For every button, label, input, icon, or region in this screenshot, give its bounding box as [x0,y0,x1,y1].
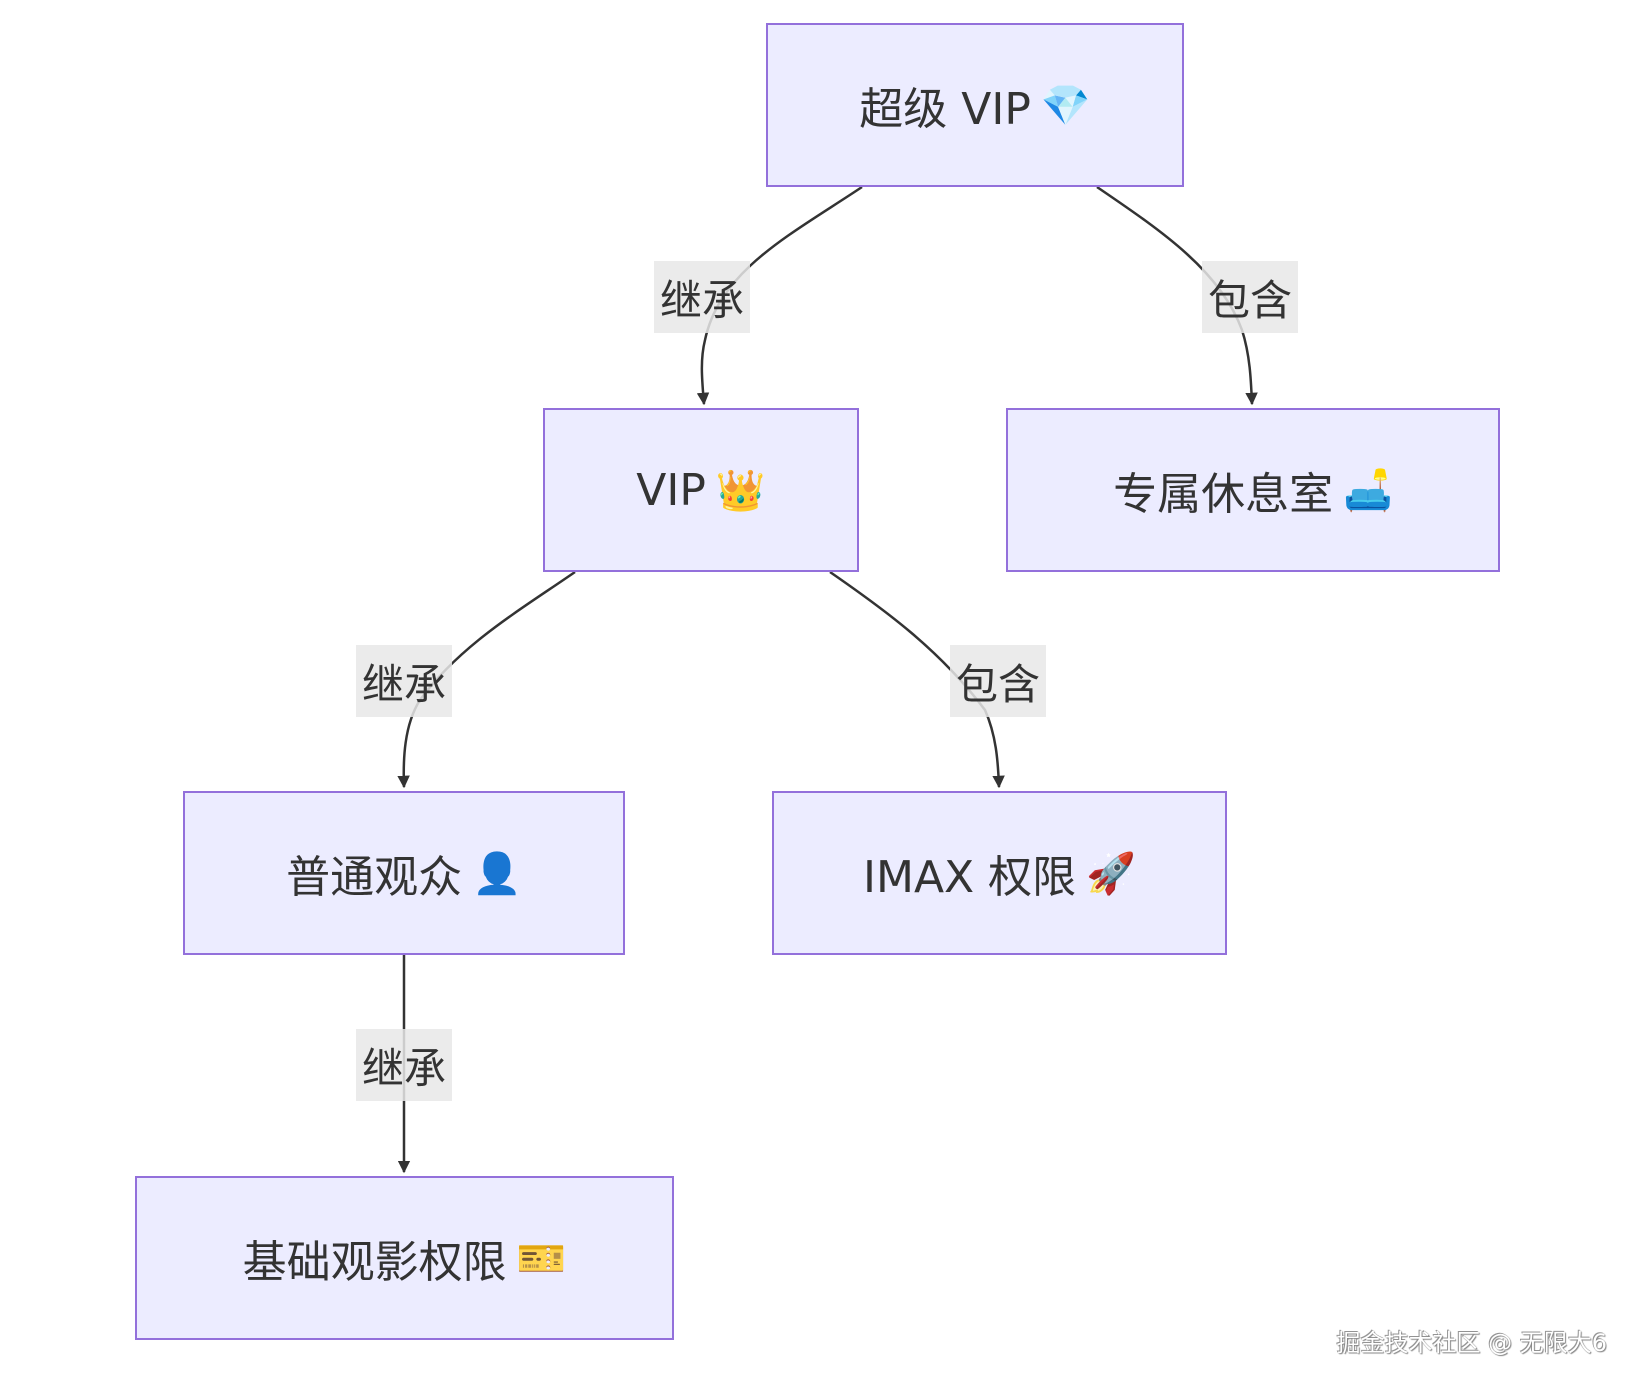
crown-icon: 👑 [715,467,766,514]
edge-label-inherit: 继承 [356,645,452,717]
edge-label-inherit: 继承 [356,1029,452,1101]
edge-label-contains: 包含 [950,645,1046,717]
node-imax[interactable]: IMAX 权限 🚀 [772,791,1227,955]
node-label: 超级 VIP [859,84,1031,135]
node-label: VIP [636,464,706,516]
node-lounge[interactable]: 专属休息室 🛋️ [1006,408,1500,572]
node-label: IMAX 权限 [863,852,1077,903]
node-vip[interactable]: VIP 👑 [543,408,859,572]
node-audience[interactable]: 普通观众 👤 [183,791,625,955]
edge-label-contains: 包含 [1202,261,1298,333]
node-super-vip[interactable]: 超级 VIP 💎 [766,23,1184,187]
node-label: 专属休息室 [1113,469,1334,520]
watermark: 掘金技术社区 @ 无限大6 [1336,1329,1607,1357]
couch-lamp-icon: 🛋️ [1343,467,1393,514]
gem-icon: 💎 [1040,82,1091,129]
edge-label-inherit: 继承 [654,261,750,333]
rocket-icon: 🚀 [1086,850,1136,897]
ticket-icon: 🎫 [516,1235,567,1282]
node-label: 基础观影权限 [242,1237,507,1288]
node-label: 普通观众 [286,852,463,903]
person-silhouette-icon: 👤 [472,850,522,897]
node-basic-viewing[interactable]: 基础观影权限 🎫 [135,1176,674,1340]
